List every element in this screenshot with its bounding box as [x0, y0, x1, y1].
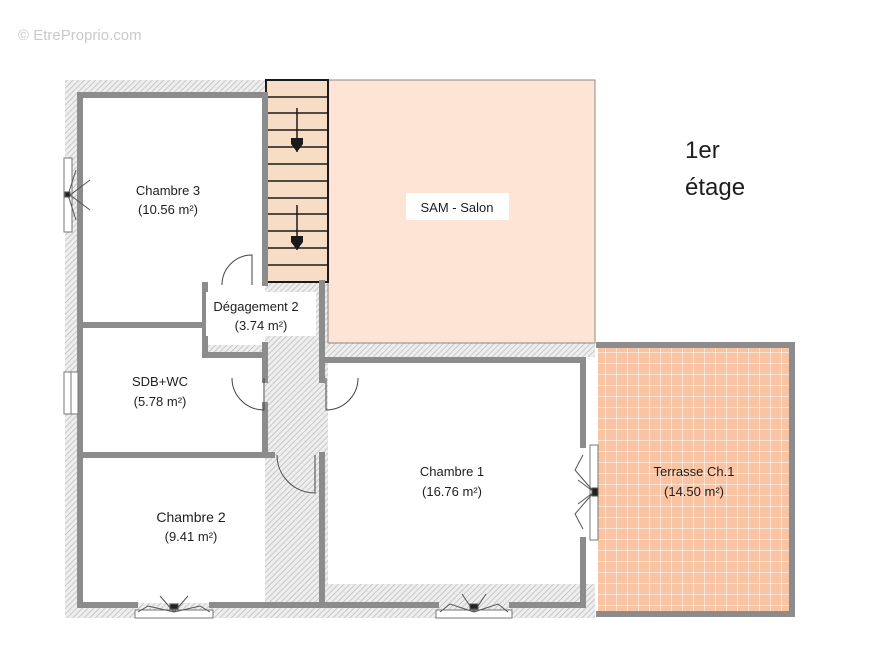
staircase	[265, 79, 329, 283]
room-sam-salon: SAM - Salon	[406, 193, 509, 220]
room-name: SDB+WC	[132, 374, 188, 389]
floor-label-line1: 1er	[685, 137, 720, 164]
window-chambre2	[134, 595, 214, 619]
room-name: Chambre 2	[156, 509, 225, 525]
room-name: Dégagement 2	[213, 299, 298, 314]
room-chambre3: Chambre 3 (10.56 m²)	[136, 183, 200, 217]
door-swings	[221, 254, 359, 494]
room-chambre2: Chambre 2 (9.41 m²)	[156, 509, 225, 544]
bottom-wall-hatch	[265, 584, 595, 618]
window-chambre3	[63, 157, 91, 233]
room-area: (14.50 m²)	[664, 484, 724, 499]
interior-walls	[77, 92, 586, 608]
window-sdb	[63, 371, 79, 415]
window-chambre1-terrace	[574, 444, 599, 541]
room-name: Chambre 3	[136, 183, 200, 198]
terrace-wall	[596, 342, 795, 617]
room-area: (5.78 m²)	[134, 394, 187, 409]
window-chambre1-bottom	[435, 593, 513, 619]
room-degagement2: Dégagement 2 (3.74 m²)	[206, 292, 316, 336]
room-area: (10.56 m²)	[138, 202, 198, 217]
room-name: Chambre 1	[420, 464, 484, 479]
terrace-area	[598, 347, 790, 614]
room-terrasse: Terrasse Ch.1 (14.50 m²)	[654, 464, 735, 499]
room-name: Terrasse Ch.1	[654, 464, 735, 479]
room-sdb-wc: SDB+WC (5.78 m²)	[132, 374, 188, 409]
salon-lower-hatch	[325, 343, 595, 357]
stair-arrow-icon	[291, 236, 303, 250]
room-area: (16.76 m²)	[422, 484, 482, 499]
room-area: (3.74 m²)	[235, 318, 288, 333]
room-chambre1: Chambre 1 (16.76 m²)	[420, 464, 484, 499]
stair-arrow-icon	[291, 138, 303, 152]
room-area: (9.41 m²)	[165, 529, 218, 544]
room-name: SAM - Salon	[421, 200, 494, 215]
watermark-text: © EtreProprio.com	[18, 27, 142, 44]
floor-label-line2: étage	[685, 174, 745, 201]
